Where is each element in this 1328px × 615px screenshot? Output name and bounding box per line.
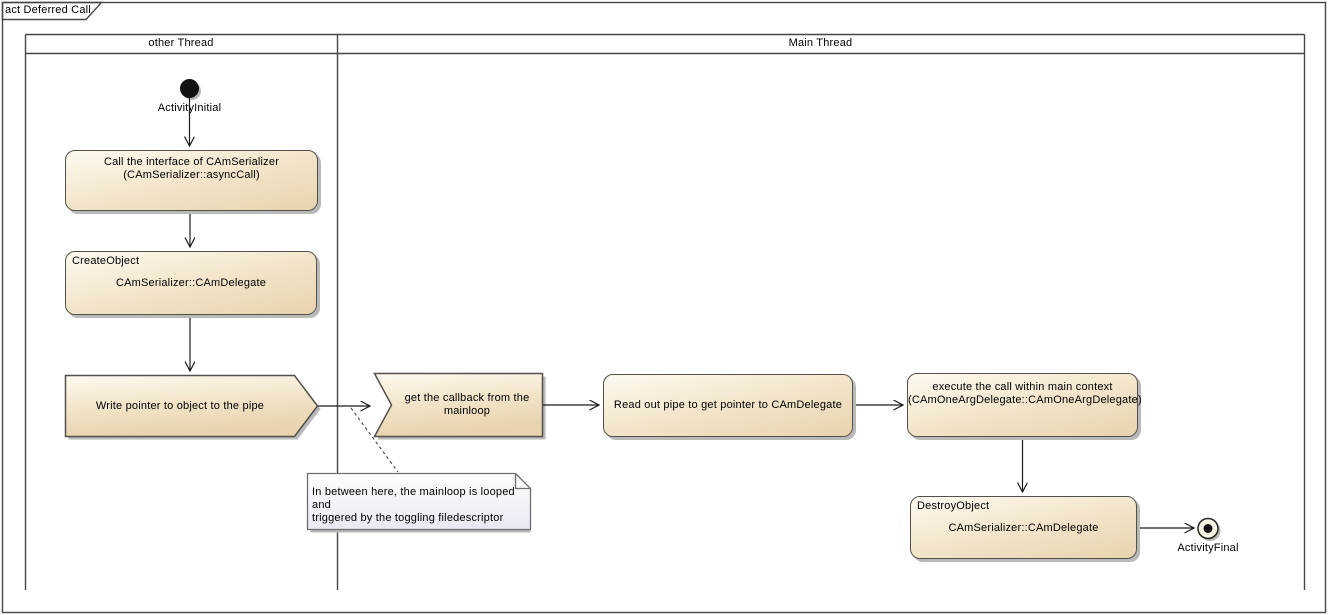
action-read-pipe-label: Read out pipe to get pointer to CAmDeleg… <box>613 399 843 411</box>
initial-node[interactable] <box>180 79 199 98</box>
action-read-pipe[interactable]: Read out pipe to get pointer to CAmDeleg… <box>603 374 853 437</box>
frame-tab-label: act Deferred Call <box>5 4 91 16</box>
action-execute-call-label-line1: execute the call within main context <box>932 381 1113 393</box>
action-create-object-label: CAmSerializer::CAmDelegate <box>115 277 267 289</box>
accept-event-label-line1: get the callback from the <box>404 392 530 404</box>
lane-header-main-thread[interactable]: Main Thread <box>788 37 853 49</box>
note-text-line1: In between here, the mainloop is looped … <box>312 486 515 511</box>
action-destroy-object-label: CAmSerializer::CAmDelegate <box>948 521 1099 534</box>
note-fold-corner <box>514 473 531 490</box>
action-destroy-object[interactable]: DestroyObject CAmSerializer::CAmDelegate <box>910 496 1137 559</box>
action-call-interface[interactable]: Call the interface of CAmSerializer (CAm… <box>65 150 318 211</box>
action-execute-call-label-line2: (CAmOneArgDelegate::CAmOneArgDelegate) <box>908 394 1142 406</box>
send-signal-label: Write pointer to object to the pipe <box>95 400 265 412</box>
action-execute-call[interactable]: execute the call within main context (CA… <box>907 373 1142 437</box>
send-signal-shape[interactable] <box>64 374 319 438</box>
control-flow-connectors <box>190 98 1195 528</box>
action-destroy-object-stereotype: DestroyObject <box>917 500 990 512</box>
accept-event-label: get the callback from the mainloop <box>392 375 542 435</box>
final-node-label: ActivityFinal <box>1177 542 1239 554</box>
accept-event-label-line2: mainloop <box>443 405 491 417</box>
action-create-object-stereotype: CreateObject <box>72 255 140 267</box>
diagram-frame-tab <box>1 1 104 21</box>
note-text: In between here, the mainloop is looped … <box>312 486 517 525</box>
final-node-dot <box>1203 524 1213 533</box>
action-call-interface-label-line2: (CAmSerializer::asyncCall) <box>123 169 260 181</box>
action-call-interface-label-line1: Call the interface of CAmSerializer <box>103 156 280 168</box>
action-create-object[interactable]: CreateObject CAmSerializer::CAmDelegate <box>65 251 317 315</box>
note-text-line2: triggered by the toggling filedescriptor <box>312 512 504 524</box>
note-shape[interactable] <box>306 472 532 531</box>
initial-node-label: ActivityInitial <box>157 102 222 114</box>
note-anchor-dashed-line <box>350 407 399 473</box>
lane-header-other-thread[interactable]: other Thread <box>148 37 214 49</box>
accept-event-shape[interactable] <box>373 372 544 438</box>
